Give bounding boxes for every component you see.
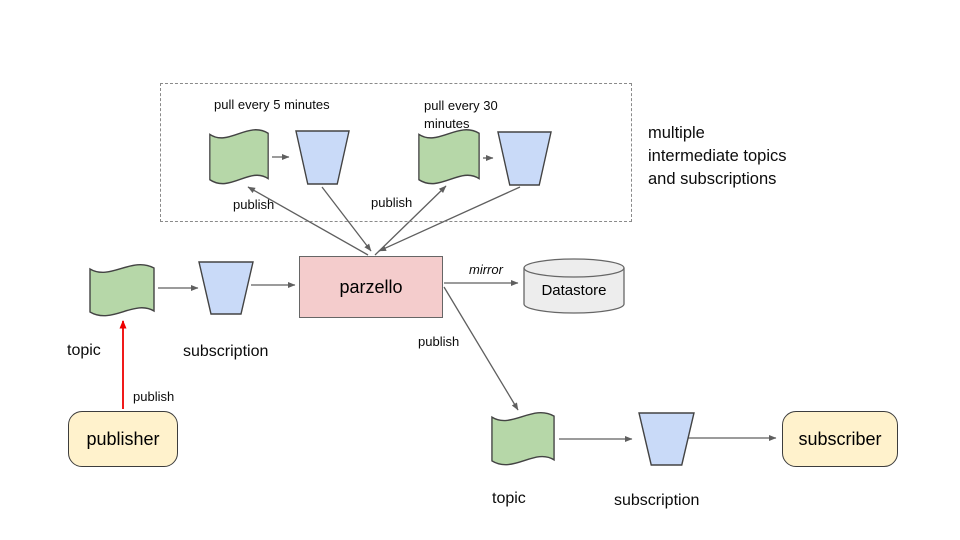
subscription-shape-icon [638,412,695,466]
output-topic-label: topic [492,490,526,507]
publisher-box: publisher [68,411,178,467]
main-subscription [197,261,255,315]
main-subscription-label: subscription [183,343,269,360]
subscriber-label: subscriber [798,428,882,449]
publisher-label: publisher [86,428,160,449]
publish-label-publisher: publish [133,389,175,404]
topic-shape-icon [491,411,555,466]
datastore-cylinder: Datastore [523,258,625,314]
parzello-label: parzello [339,276,403,297]
intermediate-subscription-2 [496,131,553,186]
main-topic [88,262,156,318]
publish-label-intermediate-left: publish [233,197,275,212]
intermediate-topic-2 [417,127,481,186]
output-topic [490,410,556,467]
pull-every-30-label: pull every 30 minutes [424,98,498,131]
mirror-label: mirror [469,262,503,277]
output-subscription [637,412,696,466]
pull-every-5-label: pull every 5 minutes [214,97,330,112]
publish-label-parzello-down: publish [418,334,460,349]
subscription-shape-icon [497,131,552,186]
topic-shape-icon [418,129,480,185]
parzello-box: parzello [299,256,443,318]
subscriber-box: subscriber [782,411,898,467]
datastore-label: Datastore [541,282,607,299]
main-topic-label: topic [67,342,101,359]
intermediate-group-box [160,83,632,222]
intermediate-annotation: multiple intermediate topics and subscri… [648,124,787,188]
subscription-shape-icon [198,261,254,315]
publish-label-intermediate-right: publish [371,195,413,210]
subscription-shape-icon [295,130,350,185]
topic-shape-icon [89,263,155,317]
topic-shape-icon [209,129,269,185]
output-subscription-label: subscription [614,492,700,509]
database-icon [523,258,625,314]
intermediate-topic-1 [208,127,270,186]
intermediate-subscription-1 [294,130,351,185]
